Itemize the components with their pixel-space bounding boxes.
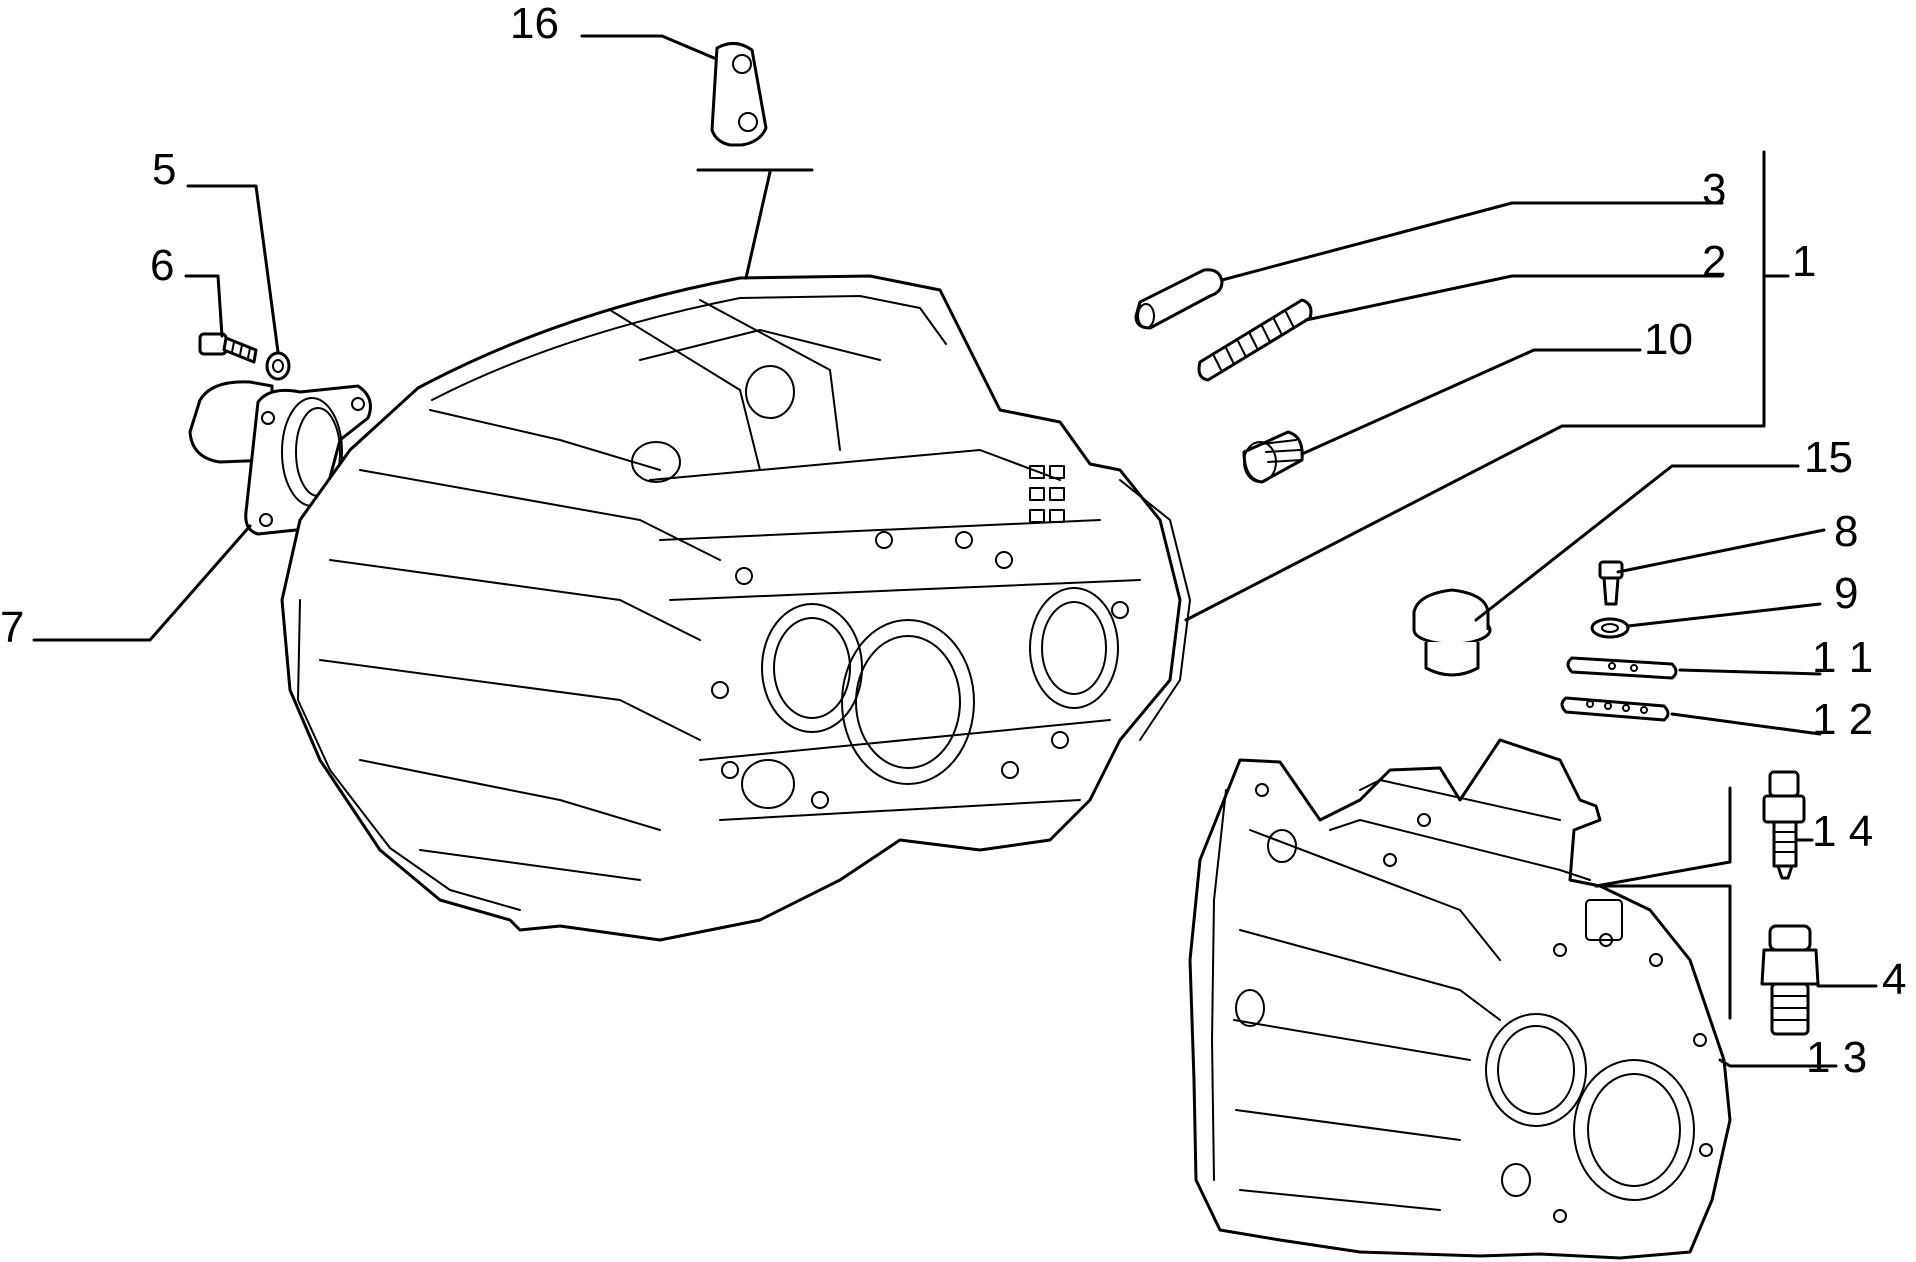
part-1-gearbox-housing (280, 274, 1191, 942)
callout-16: 16 (510, 0, 559, 48)
callout-12: 1 2 (1812, 695, 1873, 744)
callout-14: 1 4 (1812, 807, 1873, 856)
part-6-bolt (198, 332, 258, 364)
callout-6: 6 (150, 241, 174, 290)
part-8-bolt (1598, 560, 1624, 606)
callout-11: 1 1 (1812, 633, 1873, 682)
part-3-pin (1134, 268, 1224, 330)
callout-9: 9 (1834, 569, 1858, 618)
part-13-rear-housing (1188, 738, 1732, 1260)
callout-2: 2 (1702, 237, 1726, 286)
part-11-shim (1566, 656, 1678, 680)
part-12-shim (1560, 696, 1670, 722)
callout-7: 7 (0, 603, 24, 652)
callout-10: 10 (1644, 315, 1693, 364)
callout-15: 15 (1804, 433, 1853, 482)
part-4-fitting (1760, 924, 1820, 1036)
callout-8: 8 (1834, 507, 1858, 556)
part-5-washer (265, 351, 291, 381)
part-16-plate (710, 42, 768, 147)
callout-5: 5 (152, 145, 176, 194)
callout-13: 1 3 (1806, 1033, 1867, 1082)
part-10-plug (1242, 430, 1304, 484)
part-14-sensor (1762, 770, 1806, 880)
callout-numbers: 16 5 6 7 3 2 1 10 15 8 9 1 1 1 2 1 4 4 1… (0, 0, 1906, 1082)
callout-1: 1 (1792, 237, 1816, 286)
part-2-stud (1197, 298, 1313, 382)
part-15-cap (1412, 588, 1492, 677)
part-9-washer (1590, 617, 1630, 639)
callout-4: 4 (1882, 955, 1906, 1004)
callout-3: 3 (1702, 165, 1726, 214)
leader-lines (32, 34, 1878, 1068)
